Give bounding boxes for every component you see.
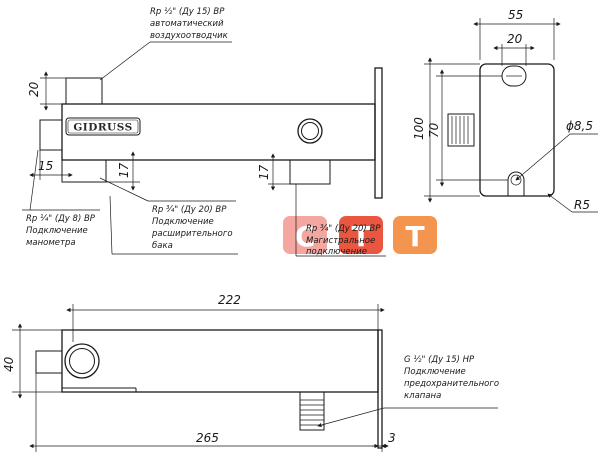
- note-air-vent-1: Rp ½" (Ду 15) ВР: [150, 7, 225, 17]
- dim-phi: ϕ8,5: [566, 119, 593, 133]
- note-safety-1: G ½" (Ду 15) НР: [404, 355, 475, 365]
- dim-55: 55: [508, 8, 523, 22]
- air-vent-port: [65, 77, 103, 105]
- note-expansion-1: Rp ¾" (Ду 20) ВР: [152, 205, 227, 215]
- safety-valve-port: [299, 391, 325, 431]
- note-safety-2: Подключение: [404, 367, 466, 377]
- manifold-body-front: [61, 329, 379, 393]
- side-view: 55 20 100 70 ϕ8,5 R5: [412, 8, 598, 213]
- note-main-3: подключение: [306, 247, 367, 257]
- expansion-port: [61, 159, 107, 183]
- top-view: GIDRUSS 20 15 17 17 Rp ½" (Ду 15) ВР авт…: [22, 7, 386, 257]
- main-port: [289, 159, 331, 185]
- front-port-circle-2: [64, 343, 100, 379]
- dim-17-a: 17: [117, 162, 131, 178]
- gauge-port-front: [35, 350, 63, 374]
- front-view: 222 40 265 3 G ½" (Ду 15) НР Подключение…: [2, 293, 499, 452]
- dim-265: 265: [196, 431, 219, 445]
- dim-20-top: 20: [27, 81, 41, 97]
- note-air-vent-2: автоматический: [150, 19, 224, 29]
- watermark-letter-1: С: [295, 220, 316, 253]
- note-expansion-2: Подключение: [152, 217, 214, 227]
- note-main-2: Магистральное: [306, 236, 375, 246]
- dim-20-side: 20: [507, 32, 523, 46]
- watermark-logo: С Т Т: [283, 216, 437, 254]
- note-safety-3: предохранительного: [404, 379, 499, 389]
- note-gauge-1: Rp ¼" (Ду 8) ВР: [26, 214, 96, 224]
- dim-15: 15: [38, 159, 53, 173]
- note-gauge-2: Подключение: [26, 226, 88, 236]
- mount-slot-bottom: [507, 171, 525, 196]
- dim-222: 222: [218, 293, 241, 307]
- note-expansion-4: бака: [152, 241, 173, 251]
- brand-label: GIDRUSS: [73, 122, 132, 134]
- dim-40: 40: [2, 356, 16, 372]
- note-gauge-3: манометра: [26, 238, 76, 248]
- wall-plate: [374, 67, 383, 199]
- note-main-1: Rp ¾" (Ду 20) ВР: [306, 224, 381, 234]
- dim-70: 70: [427, 122, 441, 138]
- dim-3: 3: [388, 431, 396, 445]
- wall-plate-front: [377, 329, 383, 449]
- note-air-vent-3: воздухоотводчик: [150, 31, 229, 41]
- bracket-plate: [479, 63, 555, 197]
- gauge-port: [39, 119, 63, 151]
- dim-r5: R5: [574, 198, 590, 212]
- brand-badge: GIDRUSS: [65, 117, 141, 136]
- note-safety-4: клапана: [404, 391, 441, 401]
- dim-17-b: 17: [257, 164, 271, 180]
- note-expansion-3: расширительного: [151, 229, 233, 239]
- watermark-letter-3: Т: [405, 220, 424, 253]
- watermark-letter-2: Т: [351, 220, 370, 253]
- dim-100: 100: [412, 117, 426, 140]
- threaded-stub: [447, 113, 475, 147]
- front-port-circle: [297, 118, 323, 144]
